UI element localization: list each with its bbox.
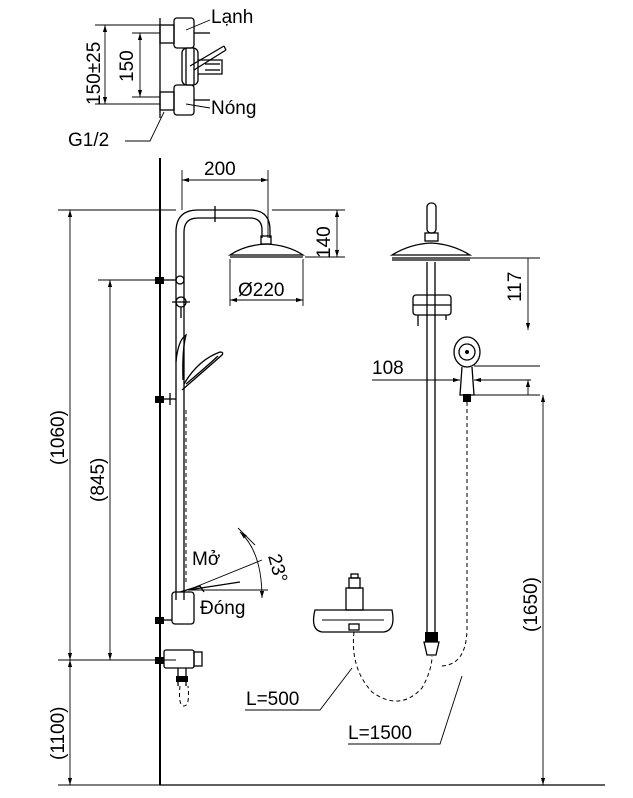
label-hot: Nóng — [211, 98, 256, 119]
dimension-head-diameter — [229, 259, 304, 306]
label-hose-short: L=500 — [246, 689, 299, 710]
dimension-bracket-drop — [470, 257, 540, 395]
label-bracket-drop: 117 — [505, 272, 526, 302]
side-view — [155, 158, 605, 786]
label-inlet-distance: 150±25 — [84, 42, 105, 105]
label-hand-offset: 108 — [372, 358, 404, 379]
label-floor-height: (1100) — [48, 706, 69, 760]
label-hand-height: (1650) — [521, 577, 542, 632]
label-arm-length: 200 — [204, 159, 236, 180]
front-view — [312, 202, 481, 702]
label-head-drop: 140 — [314, 226, 335, 258]
label-slide-height: (845) — [88, 458, 109, 502]
handle-angle-detail — [187, 527, 268, 599]
dimension-hand-offset — [372, 365, 540, 396]
label-angle: 23° — [263, 552, 291, 585]
inlet-detail — [95, 17, 227, 142]
label-handle-close: Đóng — [200, 598, 245, 619]
label-inlet-nominal: 150 — [117, 50, 138, 82]
dimension-slide-height — [98, 279, 155, 661]
dimension-arm-length — [181, 170, 269, 238]
label-handle-open: Mở — [192, 549, 220, 570]
hose-leaders — [245, 667, 463, 745]
label-hose-long: L=1500 — [348, 723, 412, 744]
dimension-floor-height — [58, 660, 160, 786]
dimension-head-drop — [272, 209, 345, 258]
label-total-height: (1060) — [48, 410, 69, 465]
label-thread: G1/2 — [68, 130, 109, 151]
label-head-diameter: Ø220 — [238, 280, 284, 301]
label-cold: Lạnh — [211, 7, 253, 28]
